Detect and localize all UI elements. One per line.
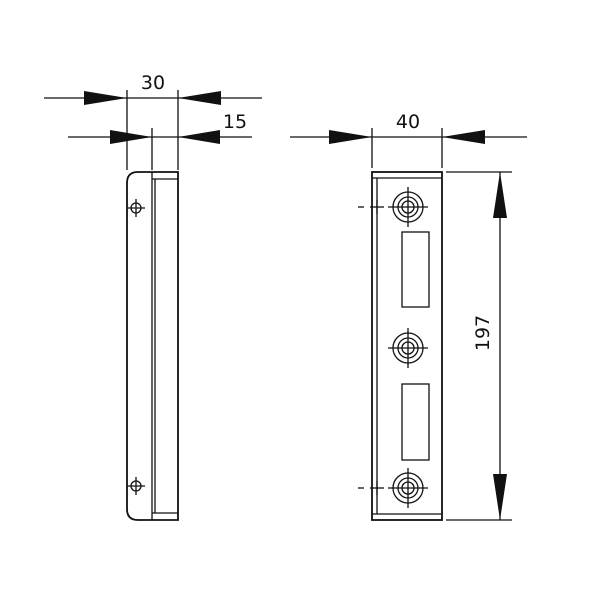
front-slot-bottom <box>401 383 430 461</box>
dim-15-arrow-left <box>110 130 152 144</box>
dim-15-arrow-right <box>178 130 220 144</box>
side-screw-hole-bottom <box>127 477 145 495</box>
dimension-197: 197 <box>446 171 512 521</box>
side-view <box>126 171 179 521</box>
dim-197-arrow-bottom <box>493 474 507 520</box>
front-side-mark-top <box>358 200 384 214</box>
dimension-30-label: 30 <box>141 72 165 94</box>
front-view-back-plate <box>371 171 443 521</box>
dim-30-arrow-left <box>84 91 127 105</box>
front-screw-hole-top <box>388 187 428 227</box>
front-screw-hole-bottom <box>388 468 428 508</box>
dim-40-arrow-left <box>329 130 372 144</box>
dimension-197-label: 197 <box>472 315 494 351</box>
side-view-body <box>126 171 179 521</box>
dim-197-arrow-top <box>493 172 507 218</box>
front-screw-hole-middle <box>388 328 428 368</box>
front-view <box>358 171 443 521</box>
dim-40-arrow-right <box>442 130 485 144</box>
dimension-40: 40 <box>290 111 527 168</box>
side-screw-hole-top <box>127 199 145 217</box>
dimension-15-label: 15 <box>223 111 247 133</box>
dimension-40-label: 40 <box>396 111 420 133</box>
front-side-mark-bottom <box>358 481 384 495</box>
dimension-15: 15 <box>68 111 252 170</box>
dim-30-arrow-right <box>178 91 221 105</box>
front-slot-top <box>401 231 430 308</box>
dimension-30: 30 <box>44 72 262 170</box>
